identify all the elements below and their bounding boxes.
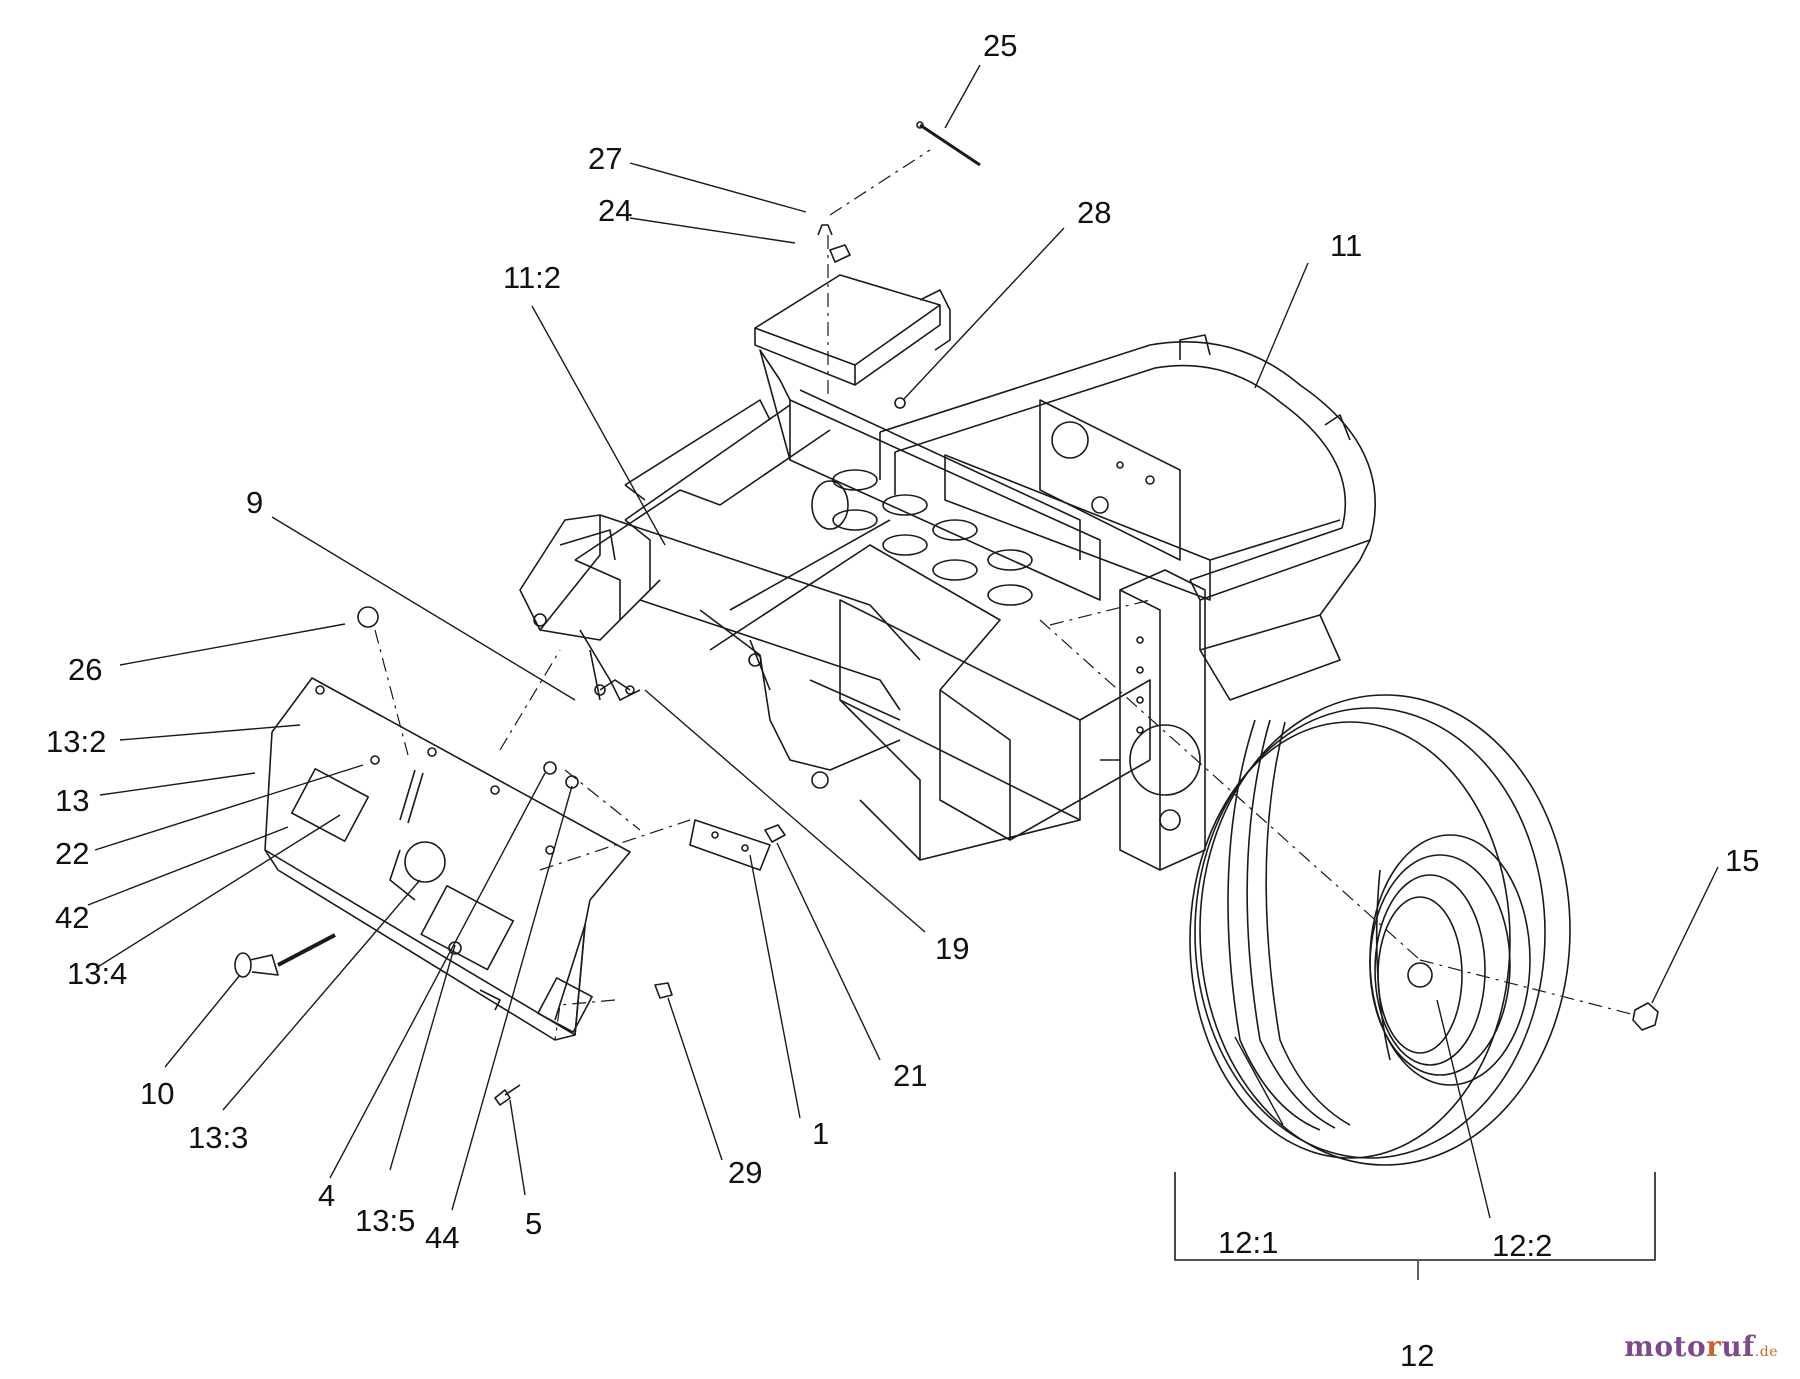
callout-26: 26 [68, 652, 103, 687]
callout-15: 15 [1725, 843, 1760, 878]
alignment-lines [374, 149, 1636, 1041]
callout-9: 9 [246, 485, 264, 520]
frame-assembly [879, 334, 1377, 701]
callout-42: 42 [55, 900, 90, 935]
small-plate [689, 819, 786, 871]
callout-13-4: 13:4 [67, 956, 128, 991]
callout-5: 5 [525, 1206, 543, 1241]
callout-19: 19 [935, 931, 970, 966]
center-bracket [519, 514, 921, 789]
wheel-assembly [1189, 694, 1571, 1166]
callout-11: 11 [1330, 228, 1363, 263]
wheel-group-bracket [1174, 1172, 1656, 1261]
front-cover-panel [264, 677, 631, 1041]
callout-13: 13 [55, 783, 90, 818]
callout-44: 44 [425, 1220, 460, 1255]
callout-12: 12 [1400, 1338, 1435, 1373]
motoruf-watermark-logo: motoruf.de [1624, 1330, 1778, 1363]
callout-10: 10 [140, 1076, 175, 1111]
callout-25: 25 [983, 28, 1018, 63]
upper-bracket [624, 224, 951, 501]
callout-21: 21 [893, 1058, 928, 1093]
callout-13-5: 13:5 [355, 1203, 416, 1238]
callout-29: 29 [728, 1155, 763, 1190]
callout-4: 4 [318, 1178, 336, 1213]
callout-12-1: 12:1 [1218, 1225, 1279, 1260]
chassis-frame [574, 349, 1155, 861]
callout-24: 24 [598, 193, 633, 228]
callout-12-2: 12:2 [1492, 1228, 1553, 1263]
callout-11-2: 11:2 [503, 260, 562, 295]
leader-lines [87, 64, 1719, 1280]
callout-13-3: 13:3 [188, 1120, 249, 1155]
loose-parts [234, 121, 1659, 1106]
callout-22: 22 [55, 836, 90, 871]
callout-1: 1 [812, 1116, 830, 1151]
callout-13-2: 13:2 [46, 724, 107, 759]
callout-28: 28 [1077, 195, 1112, 230]
callout-27: 27 [588, 141, 623, 176]
